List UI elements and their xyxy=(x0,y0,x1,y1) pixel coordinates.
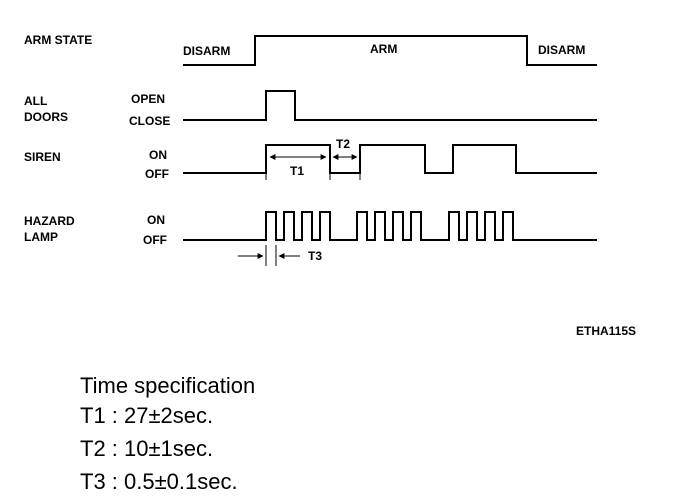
doors-label-line1: ALL xyxy=(24,94,48,108)
arm-state-disarm-right: DISARM xyxy=(538,43,586,57)
arm-state-waveform xyxy=(183,35,597,66)
spec-line-t3: T3 : 0.5±0.1sec. xyxy=(80,469,238,494)
hazard-label-line2: LAMP xyxy=(24,230,58,244)
siren-label: SIREN xyxy=(24,150,61,164)
hazard-label-line1: HAZARD xyxy=(24,214,75,228)
doors-label-line2: DOORS xyxy=(24,110,69,124)
hazard-lamp-waveform xyxy=(183,211,597,241)
t2-dimension xyxy=(332,145,361,180)
hazard-off-level: OFF xyxy=(143,233,167,247)
figure-code: ETHA115S xyxy=(576,324,637,338)
siren-on-level: ON xyxy=(149,148,167,162)
arm-state-disarm-left: DISARM xyxy=(183,44,231,58)
doors-waveform xyxy=(183,90,597,121)
spec-line-t2: T2 : 10±1sec. xyxy=(80,436,214,461)
spec-title: Time specification xyxy=(80,373,256,398)
arm-state-label: ARM STATE xyxy=(24,33,93,47)
spec-line-t1: T1 : 27±2sec. xyxy=(80,403,214,428)
doors-open-level: OPEN xyxy=(131,92,166,106)
t3-dimension xyxy=(238,245,300,266)
t1-dimension xyxy=(265,145,331,180)
siren-off-level: OFF xyxy=(145,167,169,181)
t3-label: T3 xyxy=(308,249,323,263)
siren-waveform xyxy=(183,144,597,174)
hazard-on-level: ON xyxy=(147,213,165,227)
t1-label: T1 xyxy=(290,164,305,178)
arm-state-arm: ARM xyxy=(370,42,398,56)
doors-close-level: CLOSE xyxy=(129,114,171,128)
t2-label: T2 xyxy=(336,137,351,151)
